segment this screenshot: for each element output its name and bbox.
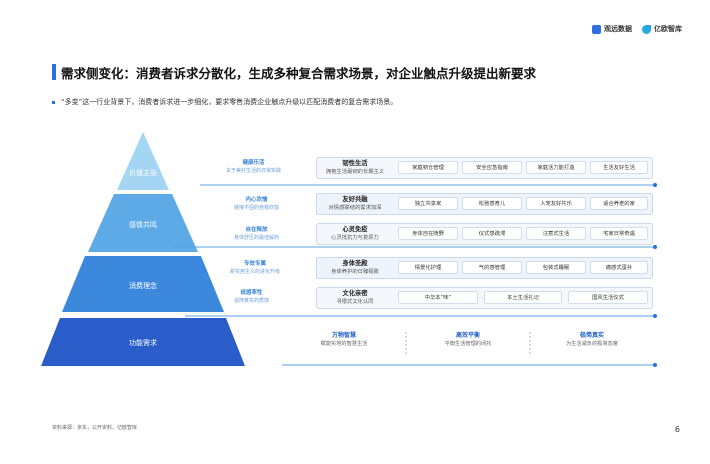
left-label-2: 内心欢愉链接不固的自我欢愉 xyxy=(234,197,280,211)
title-accent xyxy=(52,64,56,80)
subtitle-text: “多变”这一行业背景下，消费者诉求进一步细化，要求零售消费企业触点升级以匹配消费… xyxy=(61,98,398,106)
yiou-logo-icon xyxy=(642,24,651,34)
bullet-icon xyxy=(52,100,55,104)
left-label-5: 纸感率性追随真实的质感 xyxy=(234,290,270,304)
chip: 适合养老的家 xyxy=(590,197,648,210)
chip: 人宠友好共乐 xyxy=(526,197,586,210)
header: 观远数据 亿欧智库 xyxy=(0,0,710,44)
logo-text: 亿欧智库 xyxy=(654,25,682,33)
chip: 松弛感育儿 xyxy=(462,197,522,210)
chip: 家庭活力能打造 xyxy=(526,161,586,174)
chip: 身体自在随野 xyxy=(398,227,458,240)
chip: 本土生活礼记 xyxy=(484,291,562,304)
chip: 独立共享家 xyxy=(398,197,458,210)
pyramid-level-1 xyxy=(117,132,169,190)
bottom-item-2: 高效平衡平衡生活管理的闭托 xyxy=(444,332,492,347)
logo-yiou: 亿欧智库 xyxy=(642,24,682,34)
pyramid-label-4: 功能需求 xyxy=(129,338,157,347)
pyramid-level-4 xyxy=(41,318,245,366)
connector-dot xyxy=(653,183,657,187)
row-head-2: 友好共融对情感联结的需求加深 xyxy=(328,196,382,211)
logo-text: 观远数据 xyxy=(604,25,632,33)
connector-dot xyxy=(653,245,657,249)
chip: 气的感管理 xyxy=(462,261,522,274)
logo-group: 观远数据 亿欧智库 xyxy=(592,24,682,34)
source-note: 资料来源：京东，公开资料，亿欧智库 xyxy=(52,425,138,431)
chip: 痛感式蛋补 xyxy=(590,261,648,274)
pyramid-level-3 xyxy=(62,256,224,312)
chip: 国风生活仪式 xyxy=(568,291,648,304)
chip: 注意式生活 xyxy=(526,227,586,240)
bottom-row: 万物智慧赋能实地的智慧生活 高效平衡平衡生活管理的闭托 极简真实为生活减负的极简… xyxy=(282,328,654,362)
chip: 情景化护理 xyxy=(398,261,458,274)
page-title: 需求侧变化：消费者诉求分散化，生成多种复合需求场景，对企业触点升级提出新要求 xyxy=(61,66,537,81)
chip: 宅家日常奇遇 xyxy=(590,227,648,240)
connector-dot xyxy=(653,363,657,367)
pyramid-label-3: 消费理念 xyxy=(129,281,157,290)
bottom-item-3: 极简真实为生活减负的极简态度 xyxy=(566,332,618,347)
page-number: 6 xyxy=(674,425,680,434)
row-head-4: 身体圣殿身体养护的日臻极致 xyxy=(331,260,379,275)
pyramid-label-1: 价值主张 xyxy=(129,168,157,177)
subtitle: “多变”这一行业背景下，消费者诉求进一步细化，要求零售消费企业触点升级以匹配消费… xyxy=(52,97,397,107)
pyramid-diagram: 价值主张 感情共鸣 消费理念 功能需求 xyxy=(41,132,245,366)
chip: 包装式睡眠 xyxy=(526,261,586,274)
guanyuan-logo-icon xyxy=(592,24,601,34)
row-head-3: 心灵免疫心灵抵抗力与复原力 xyxy=(331,226,379,241)
left-label-4: 专效专属新实用主义的进化升级 xyxy=(230,261,281,275)
row-head-5: 文化亲密寻根式文化认同 xyxy=(336,290,374,305)
left-label-1: 健康乐活关于美好生活的日常实践 xyxy=(226,160,282,174)
pyramid-label-2: 感情共鸣 xyxy=(129,220,157,229)
connector-dot xyxy=(653,314,657,318)
chip: 仪式感疏滞 xyxy=(462,227,522,240)
pyramid-level-2 xyxy=(88,194,198,252)
chip: 生活友好生活 xyxy=(590,161,648,174)
row-head-1: 韧性生活拥抱生活最韧的长期主义 xyxy=(325,160,385,175)
left-label-3: 自在释放身体舒压的最佳解药 xyxy=(234,227,280,241)
chip: 安全应急指南 xyxy=(462,161,522,174)
bottom-item-1: 万物智慧赋能实地的智慧生活 xyxy=(320,332,368,347)
chip: 家庭韧仓管理 xyxy=(398,161,458,174)
chip: 中华本“味” xyxy=(398,291,478,304)
logo-guanyuan: 观远数据 xyxy=(592,24,632,34)
